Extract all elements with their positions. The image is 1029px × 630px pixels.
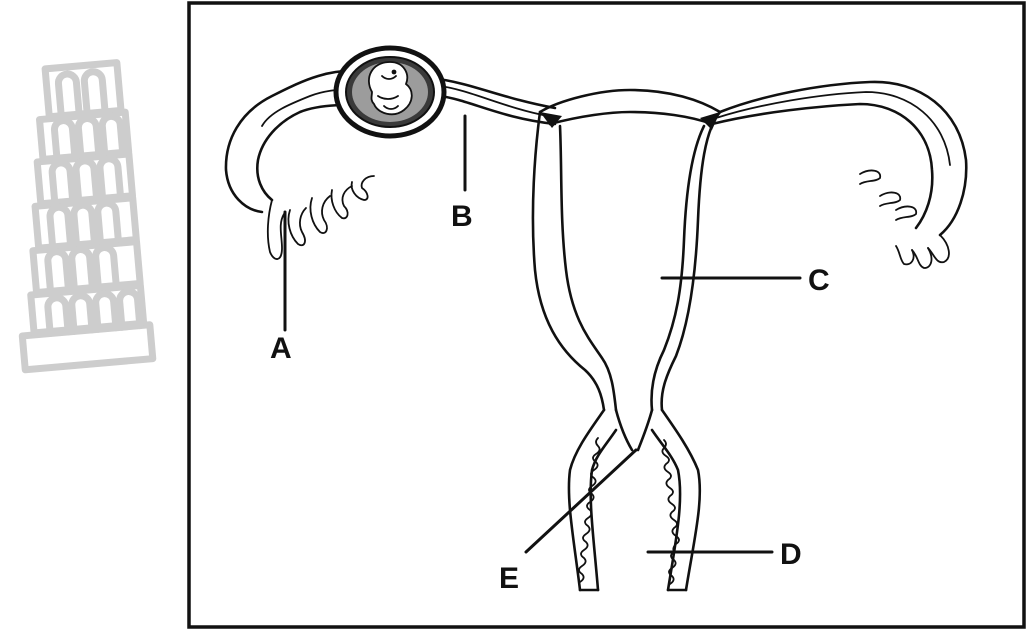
label-b: B [451,200,473,233]
label-a: A [270,332,292,365]
diagram-frame [189,3,1024,627]
label-d: D [780,538,802,571]
leaning-tower-icon [0,62,153,370]
embryo-sac [336,48,444,136]
label-e: E [499,562,519,595]
label-c: C [808,264,830,297]
